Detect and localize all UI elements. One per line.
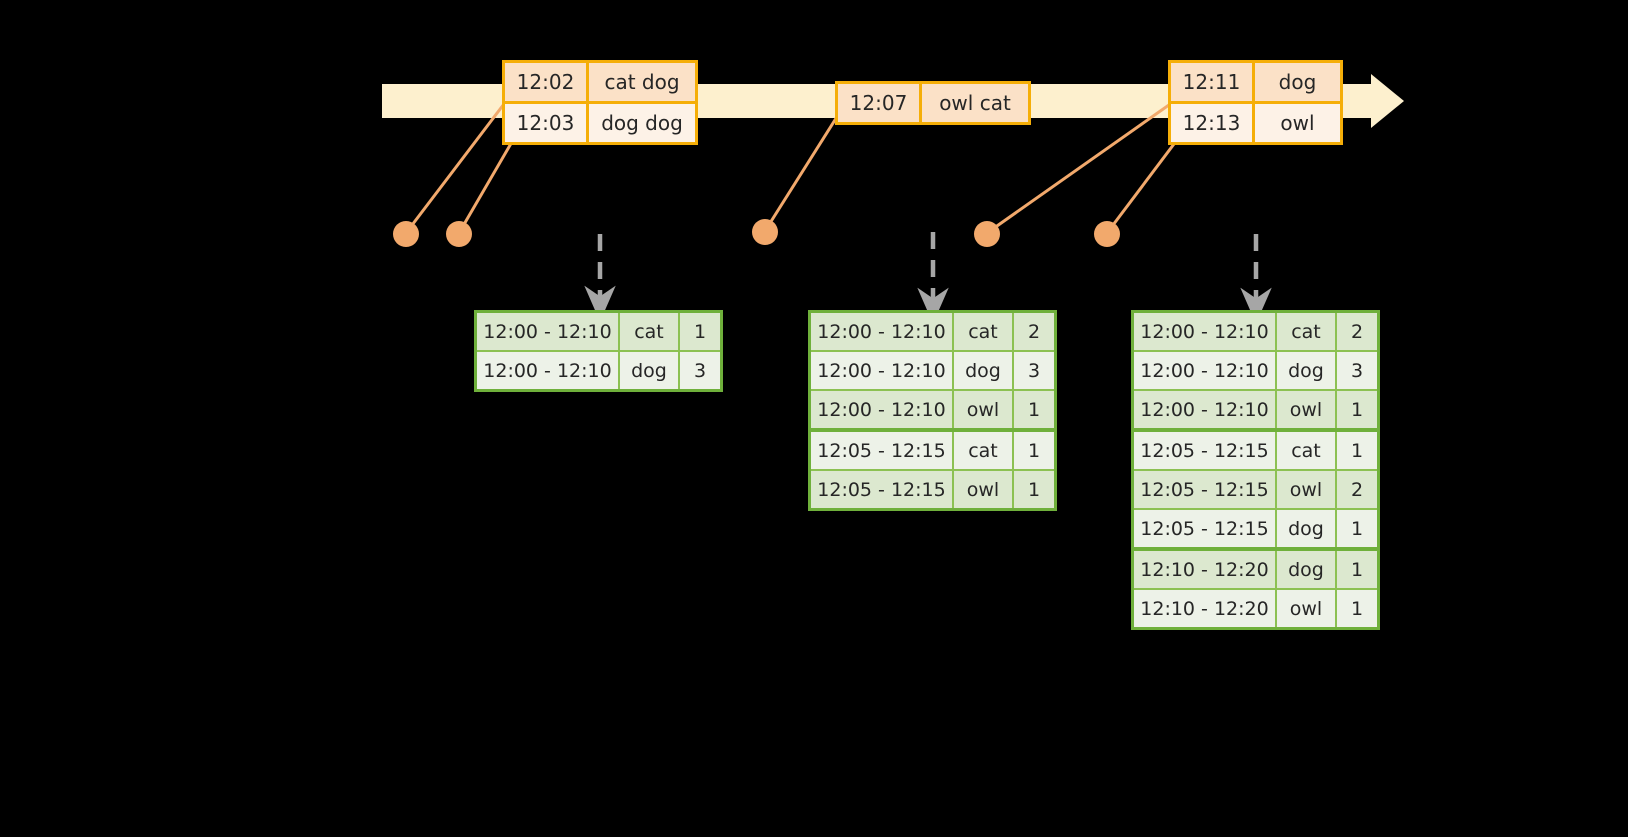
event-words: owl cat bbox=[922, 84, 1028, 122]
table-row[interactable]: 12:00 - 12:10 cat 1 bbox=[477, 313, 720, 350]
key-cell: dog bbox=[1277, 510, 1337, 547]
count-cell: 2 bbox=[1337, 313, 1377, 350]
key-cell: owl bbox=[1277, 391, 1337, 428]
count-cell: 3 bbox=[1014, 352, 1054, 389]
window-cell: 12:05 - 12:15 bbox=[1134, 471, 1277, 508]
connector-dot-2 bbox=[446, 221, 472, 247]
count-cell: 1 bbox=[1014, 432, 1054, 469]
connector-dot-3 bbox=[752, 219, 778, 245]
window-cell: 12:00 - 12:10 bbox=[477, 313, 620, 350]
table-row[interactable]: 12:00 - 12:10 cat 2 bbox=[811, 313, 1054, 350]
connector-line-3 bbox=[763, 111, 842, 232]
table-row[interactable]: 12:05 - 12:15 owl 2 bbox=[1134, 469, 1377, 508]
key-cell: owl bbox=[954, 391, 1014, 428]
event-time: 12:07 bbox=[838, 84, 922, 122]
window-cell: 12:05 - 12:15 bbox=[811, 432, 954, 469]
connector-dot-5 bbox=[1094, 221, 1120, 247]
key-cell: dog bbox=[1277, 551, 1337, 588]
window-cell: 12:10 - 12:20 bbox=[1134, 551, 1277, 588]
window-cell: 12:00 - 12:10 bbox=[811, 391, 954, 428]
event-group-1[interactable]: 12:02 cat dog 12:03 dog dog bbox=[502, 60, 698, 145]
key-cell: cat bbox=[954, 432, 1014, 469]
event-words: owl bbox=[1255, 104, 1340, 142]
key-cell: dog bbox=[620, 352, 680, 389]
window-cell: 12:10 - 12:20 bbox=[1134, 590, 1277, 627]
event-row[interactable]: 12:02 cat dog bbox=[505, 63, 695, 101]
count-cell: 1 bbox=[1337, 510, 1377, 547]
key-cell: owl bbox=[954, 471, 1014, 508]
key-cell: dog bbox=[1277, 352, 1337, 389]
table-row[interactable]: 12:10 - 12:20 dog 1 bbox=[1134, 547, 1377, 588]
key-cell: cat bbox=[1277, 313, 1337, 350]
window-cell: 12:00 - 12:10 bbox=[1134, 352, 1277, 389]
count-cell: 1 bbox=[1014, 391, 1054, 428]
event-group-2[interactable]: 12:07 owl cat bbox=[835, 81, 1031, 125]
event-words: cat dog bbox=[589, 63, 695, 101]
event-row[interactable]: 12:11 dog bbox=[1171, 63, 1340, 101]
table-row[interactable]: 12:05 - 12:15 cat 1 bbox=[811, 428, 1054, 469]
window-cell: 12:00 - 12:10 bbox=[811, 352, 954, 389]
window-cell: 12:00 - 12:10 bbox=[1134, 391, 1277, 428]
window-cell: 12:05 - 12:15 bbox=[1134, 510, 1277, 547]
key-cell: cat bbox=[1277, 432, 1337, 469]
event-group-3[interactable]: 12:11 dog 12:13 owl bbox=[1168, 60, 1343, 145]
count-cell: 1 bbox=[680, 313, 720, 350]
count-cell: 3 bbox=[1337, 352, 1377, 389]
event-time: 12:13 bbox=[1171, 104, 1255, 142]
count-cell: 1 bbox=[1337, 590, 1377, 627]
count-cell: 1 bbox=[1014, 471, 1054, 508]
timeline-arrow-head bbox=[1371, 74, 1404, 128]
window-cell: 12:00 - 12:10 bbox=[811, 313, 954, 350]
count-cell: 2 bbox=[1014, 313, 1054, 350]
table-row[interactable]: 12:10 - 12:20 owl 1 bbox=[1134, 588, 1377, 627]
event-time: 12:11 bbox=[1171, 63, 1255, 101]
key-cell: owl bbox=[1277, 590, 1337, 627]
key-cell: owl bbox=[1277, 471, 1337, 508]
table-row[interactable]: 12:00 - 12:10 dog 3 bbox=[811, 350, 1054, 389]
snapshot-arrows bbox=[584, 232, 1272, 324]
count-cell: 1 bbox=[1337, 391, 1377, 428]
table-row[interactable]: 12:00 - 12:10 dog 3 bbox=[477, 350, 720, 389]
event-time: 12:02 bbox=[505, 63, 589, 101]
count-cell: 3 bbox=[680, 352, 720, 389]
table-row[interactable]: 12:05 - 12:15 dog 1 bbox=[1134, 508, 1377, 547]
event-row[interactable]: 12:13 owl bbox=[1171, 101, 1340, 142]
result-table-2[interactable]: 12:00 - 12:10 cat 2 12:00 - 12:10 dog 3 … bbox=[808, 310, 1057, 511]
key-cell: dog bbox=[954, 352, 1014, 389]
table-row[interactable]: 12:00 - 12:10 cat 2 bbox=[1134, 313, 1377, 350]
event-words: dog bbox=[1255, 63, 1340, 101]
table-row[interactable]: 12:00 - 12:10 dog 3 bbox=[1134, 350, 1377, 389]
connector-line-1 bbox=[404, 99, 509, 234]
window-cell: 12:00 - 12:10 bbox=[1134, 313, 1277, 350]
table-row[interactable]: 12:05 - 12:15 cat 1 bbox=[1134, 428, 1377, 469]
table-row[interactable]: 12:00 - 12:10 owl 1 bbox=[811, 389, 1054, 428]
event-row[interactable]: 12:03 dog dog bbox=[505, 101, 695, 142]
count-cell: 1 bbox=[1337, 551, 1377, 588]
count-cell: 1 bbox=[1337, 432, 1377, 469]
key-cell: cat bbox=[954, 313, 1014, 350]
event-time: 12:03 bbox=[505, 104, 589, 142]
table-row[interactable]: 12:05 - 12:15 owl 1 bbox=[811, 469, 1054, 508]
connector-dot-4 bbox=[974, 221, 1000, 247]
result-table-3[interactable]: 12:00 - 12:10 cat 2 12:00 - 12:10 dog 3 … bbox=[1131, 310, 1380, 630]
connector-dots bbox=[393, 219, 1120, 247]
count-cell: 2 bbox=[1337, 471, 1377, 508]
result-table-1[interactable]: 12:00 - 12:10 cat 1 12:00 - 12:10 dog 3 bbox=[474, 310, 723, 392]
key-cell: cat bbox=[620, 313, 680, 350]
event-row[interactable]: 12:07 owl cat bbox=[838, 84, 1028, 122]
table-row[interactable]: 12:00 - 12:10 owl 1 bbox=[1134, 389, 1377, 428]
window-cell: 12:00 - 12:10 bbox=[477, 352, 620, 389]
connector-dot-1 bbox=[393, 221, 419, 247]
window-cell: 12:05 - 12:15 bbox=[811, 471, 954, 508]
window-cell: 12:05 - 12:15 bbox=[1134, 432, 1277, 469]
event-words: dog dog bbox=[589, 104, 695, 142]
